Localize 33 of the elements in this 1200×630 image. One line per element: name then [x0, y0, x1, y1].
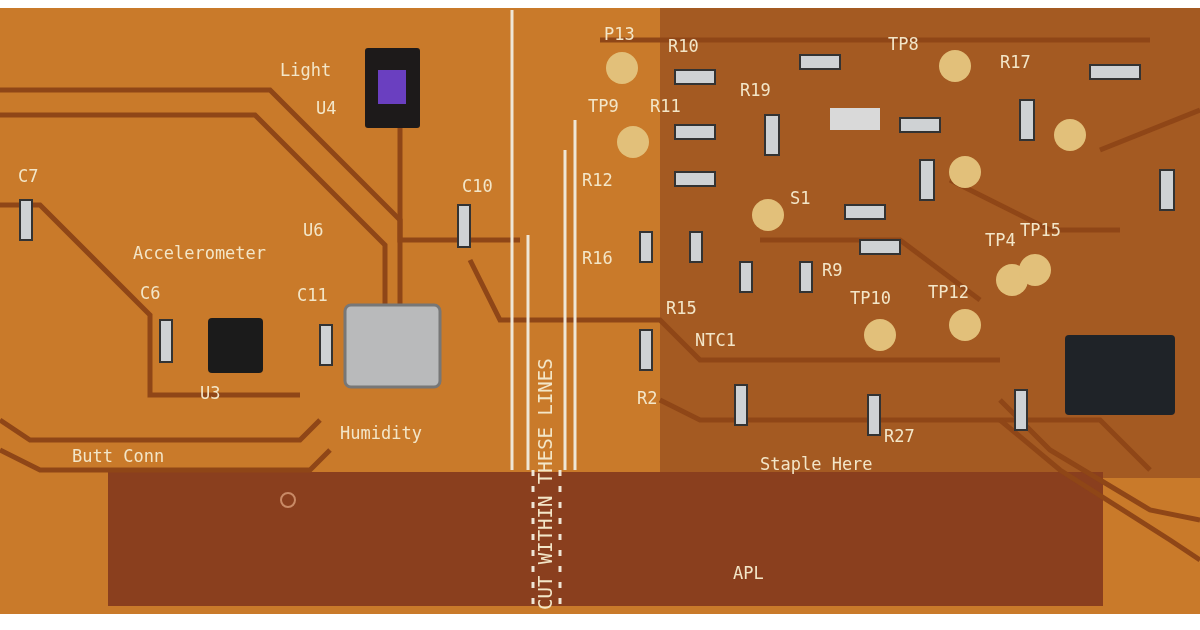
silkscreen-label: CUT WITHIN THESE LINES: [536, 358, 555, 610]
silkscreen-label: TP4: [985, 232, 1016, 249]
silkscreen-label: R27: [884, 428, 915, 445]
silkscreen-label: U6: [303, 222, 324, 239]
silkscreen-label: TP8: [888, 36, 919, 53]
silkscreen-label: R2: [637, 390, 658, 407]
silkscreen-label: TP15: [1020, 222, 1061, 239]
silkscreen-label: R17: [1000, 54, 1031, 71]
silkscreen-label: TP10: [850, 290, 891, 307]
silkscreen-label: NTC1: [695, 332, 736, 349]
silkscreen-label: U3: [200, 385, 221, 402]
silkscreen-label: R12: [582, 172, 613, 189]
silkscreen-label: C11: [297, 287, 328, 304]
silkscreen-label: TP12: [928, 284, 969, 301]
silkscreen-label: C7: [18, 168, 39, 185]
silkscreen-label: R9: [822, 262, 843, 279]
silkscreen-label: Humidity: [340, 425, 422, 442]
silkscreen-label: Light: [280, 62, 332, 79]
silkscreen-label: S1: [790, 190, 811, 207]
silkscreen-label: Butt Conn: [72, 448, 165, 465]
silkscreen-label: R15: [666, 300, 697, 317]
silkscreen-label: P13: [604, 26, 635, 43]
silkscreen-label: R10: [668, 38, 699, 55]
silkscreen-label: C6: [140, 285, 161, 302]
silkscreen-label: TP9: [588, 98, 619, 115]
silkscreen-label: C10: [462, 178, 493, 195]
silkscreen-label: APL: [733, 565, 764, 582]
silkscreen-label: R11: [650, 98, 681, 115]
silkscreen-label: Staple Here: [760, 456, 873, 473]
silkscreen-label: R16: [582, 250, 613, 267]
silkscreen-label: Accelerometer: [133, 245, 267, 262]
silkscreen-label: R19: [740, 82, 771, 99]
silkscreen-label: U4: [316, 100, 337, 117]
